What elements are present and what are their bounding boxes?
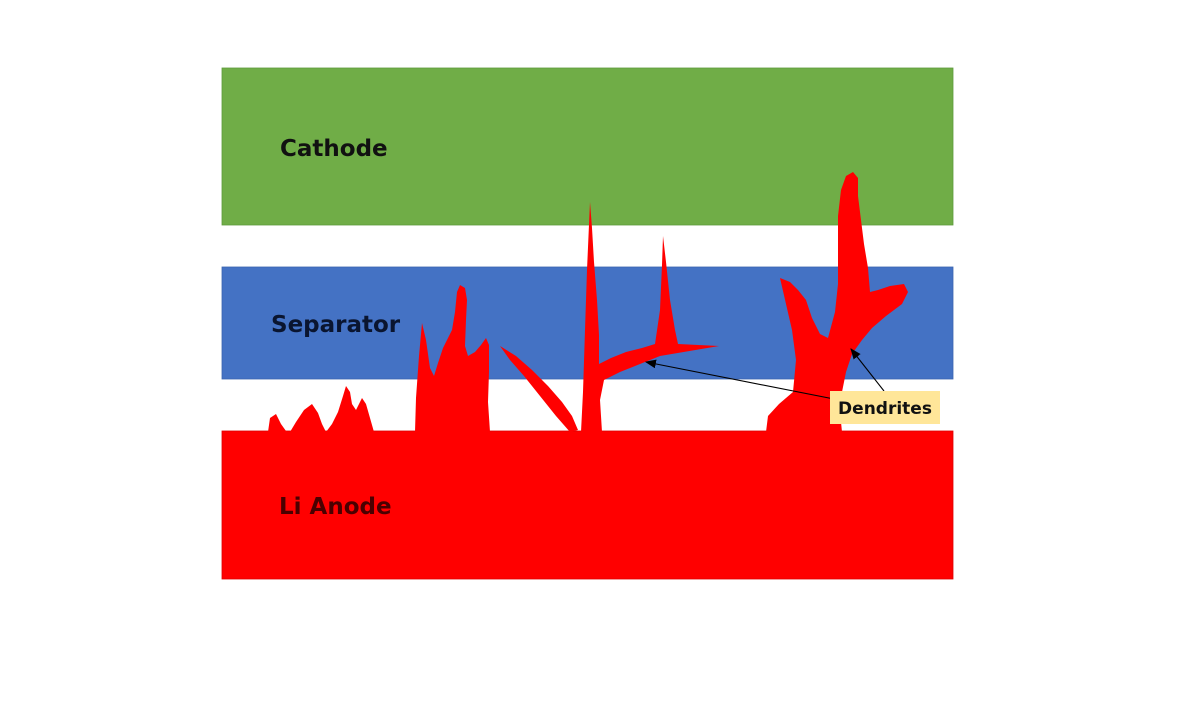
dendrite-small-cluster [268,386,374,432]
arrow-to-middle-dendrite [644,359,840,401]
dendrite-tall-cluster [415,285,490,432]
dendrites [268,172,908,432]
cathode-layer [221,67,954,226]
dendrites-callout-label: Dendrites [838,399,932,419]
arrow-to-right-dendrite [850,348,885,392]
dendrites-callout-box [830,391,940,424]
callout-arrows [644,348,885,401]
separator-label: Separator [271,312,401,338]
dendrite-vertical-spike [581,202,719,432]
li-anode-label: Li Anode [279,494,392,520]
cathode-label: Cathode [280,136,388,162]
dendrite-diagonal [500,346,578,432]
dendrite-branching-right [766,172,908,432]
